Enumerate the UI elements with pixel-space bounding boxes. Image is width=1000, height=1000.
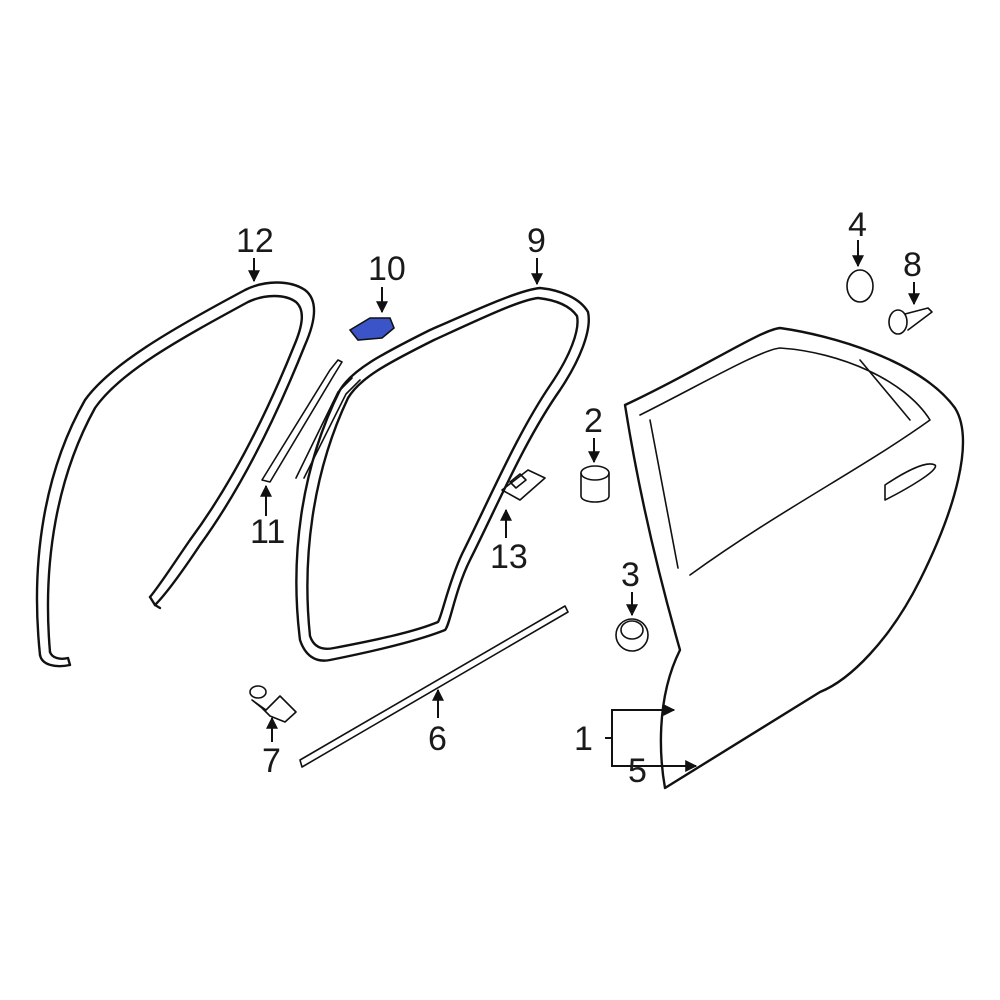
callout-13: 13 [490, 538, 528, 576]
part-3-plug[interactable] [615, 618, 649, 652]
callout-3: 3 [621, 556, 640, 594]
callout-2: 2 [584, 402, 603, 440]
callout-11: 11 [250, 513, 285, 551]
leader-lines [248, 240, 920, 772]
part-6-belt-molding[interactable] [299, 605, 569, 768]
part-1-door-shell[interactable] [623, 326, 965, 790]
part-10-highlighted-part[interactable] [348, 317, 395, 341]
leader-5 [611, 738, 698, 772]
callout-8: 8 [903, 246, 922, 284]
callout-12: 12 [236, 222, 274, 260]
part-4-plug[interactable] [846, 269, 874, 303]
callout-labels: 12 10 9 11 13 2 3 4 8 7 6 1 5 [236, 206, 922, 790]
part-5-door-outer-panel[interactable] [664, 691, 821, 789]
leader-1 [605, 704, 676, 739]
part-12-body-weatherstrip[interactable] [35, 281, 316, 668]
callout-9: 9 [527, 222, 546, 260]
part-2-bumper[interactable] [580, 465, 610, 503]
callout-1: 1 [574, 720, 593, 758]
callout-5: 5 [628, 752, 647, 790]
callout-7: 7 [262, 742, 281, 780]
part-11-channel-seal[interactable] [261, 359, 343, 483]
part-9-door-weatherstrip[interactable] [295, 286, 590, 662]
part-8-screw[interactable] [888, 307, 933, 335]
callout-6: 6 [428, 720, 447, 758]
callout-10: 10 [368, 250, 406, 288]
part-13-bracket[interactable] [501, 469, 546, 501]
callout-4: 4 [848, 206, 867, 244]
part-7-clip[interactable] [249, 685, 297, 723]
